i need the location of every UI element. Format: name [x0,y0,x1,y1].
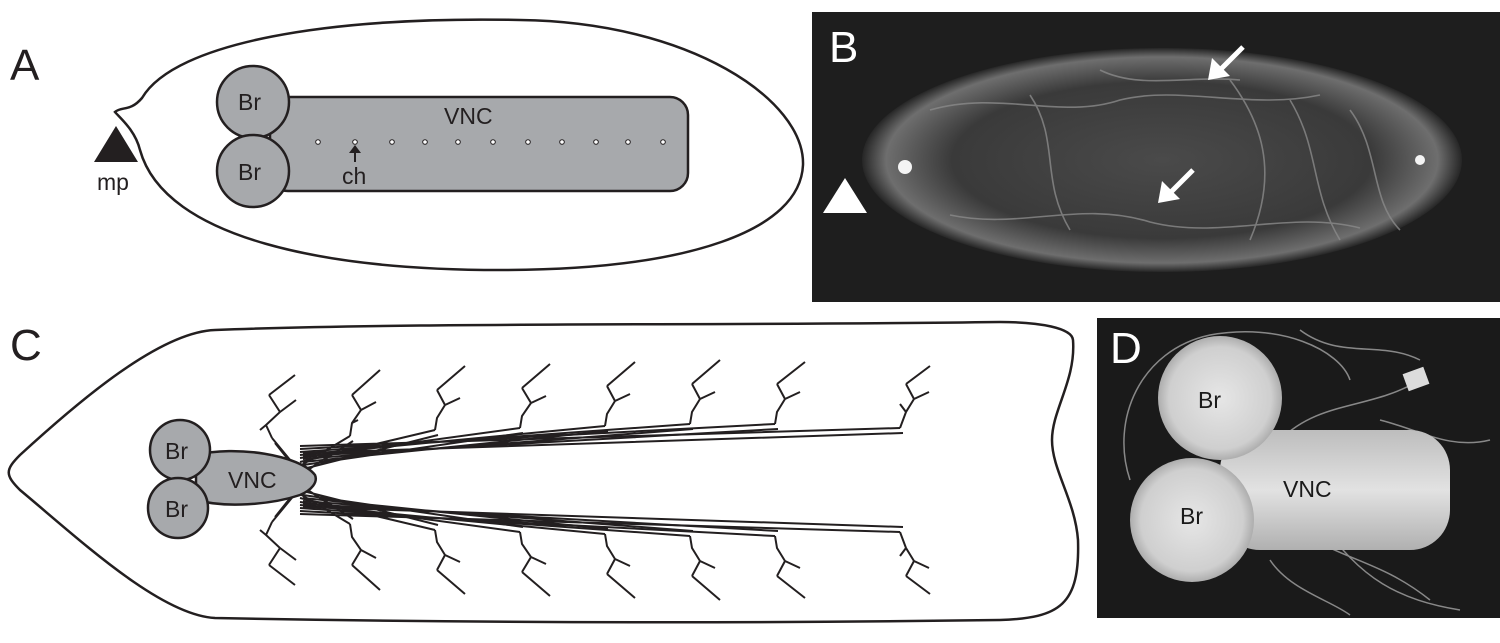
debris-speck [1402,366,1430,392]
brain-label-top-a: Br [238,89,261,115]
panel-a-letter: A [10,41,40,90]
brain-lobe-top-d [1158,336,1282,460]
arrow-bottom [1158,168,1195,203]
panel-d-letter: D [1110,324,1142,373]
arrow-top [1208,45,1245,80]
larva-outline [7,320,1080,624]
vnc-cord-c [194,449,317,506]
panel-b: B [812,12,1500,302]
brain-label-top-c: Br [165,438,188,464]
anterior-bright-spot [898,160,912,174]
brain-lobe-bottom-a [215,133,291,209]
nerves-upper [259,359,931,479]
vnc-label-a: VNC [444,103,493,129]
vnc-label-c: VNC [228,467,277,493]
panel-b-letter: B [829,23,858,72]
ch-arrow [349,145,361,162]
vnc-label-d: VNC [1283,476,1332,502]
brain-label-top-d: Br [1198,387,1221,413]
micropyle-arrowhead-white [823,178,867,213]
panel-c: C Br Br [7,320,1080,624]
mp-label: mp [97,169,129,195]
brain-lobe-bottom-c [146,476,210,540]
panel-d: D Br Br VNC [1097,318,1500,618]
panel-a: A Br Br VNC ch mp [10,18,805,272]
brain-label-bottom-d: Br [1180,503,1203,529]
ch-label: ch [342,163,366,189]
chordotonal-dots [315,139,666,145]
embryo-fibers [929,69,1401,241]
brain-label-bottom-c: Br [165,496,188,522]
vnc-photo-d [1220,430,1450,550]
brain-lobe-bottom-d [1130,458,1254,582]
panel-c-letter: C [10,321,42,370]
brain-label-bottom-a: Br [238,159,261,185]
posterior-bright-spot [1415,155,1425,165]
micropyle-triangle [94,126,138,162]
